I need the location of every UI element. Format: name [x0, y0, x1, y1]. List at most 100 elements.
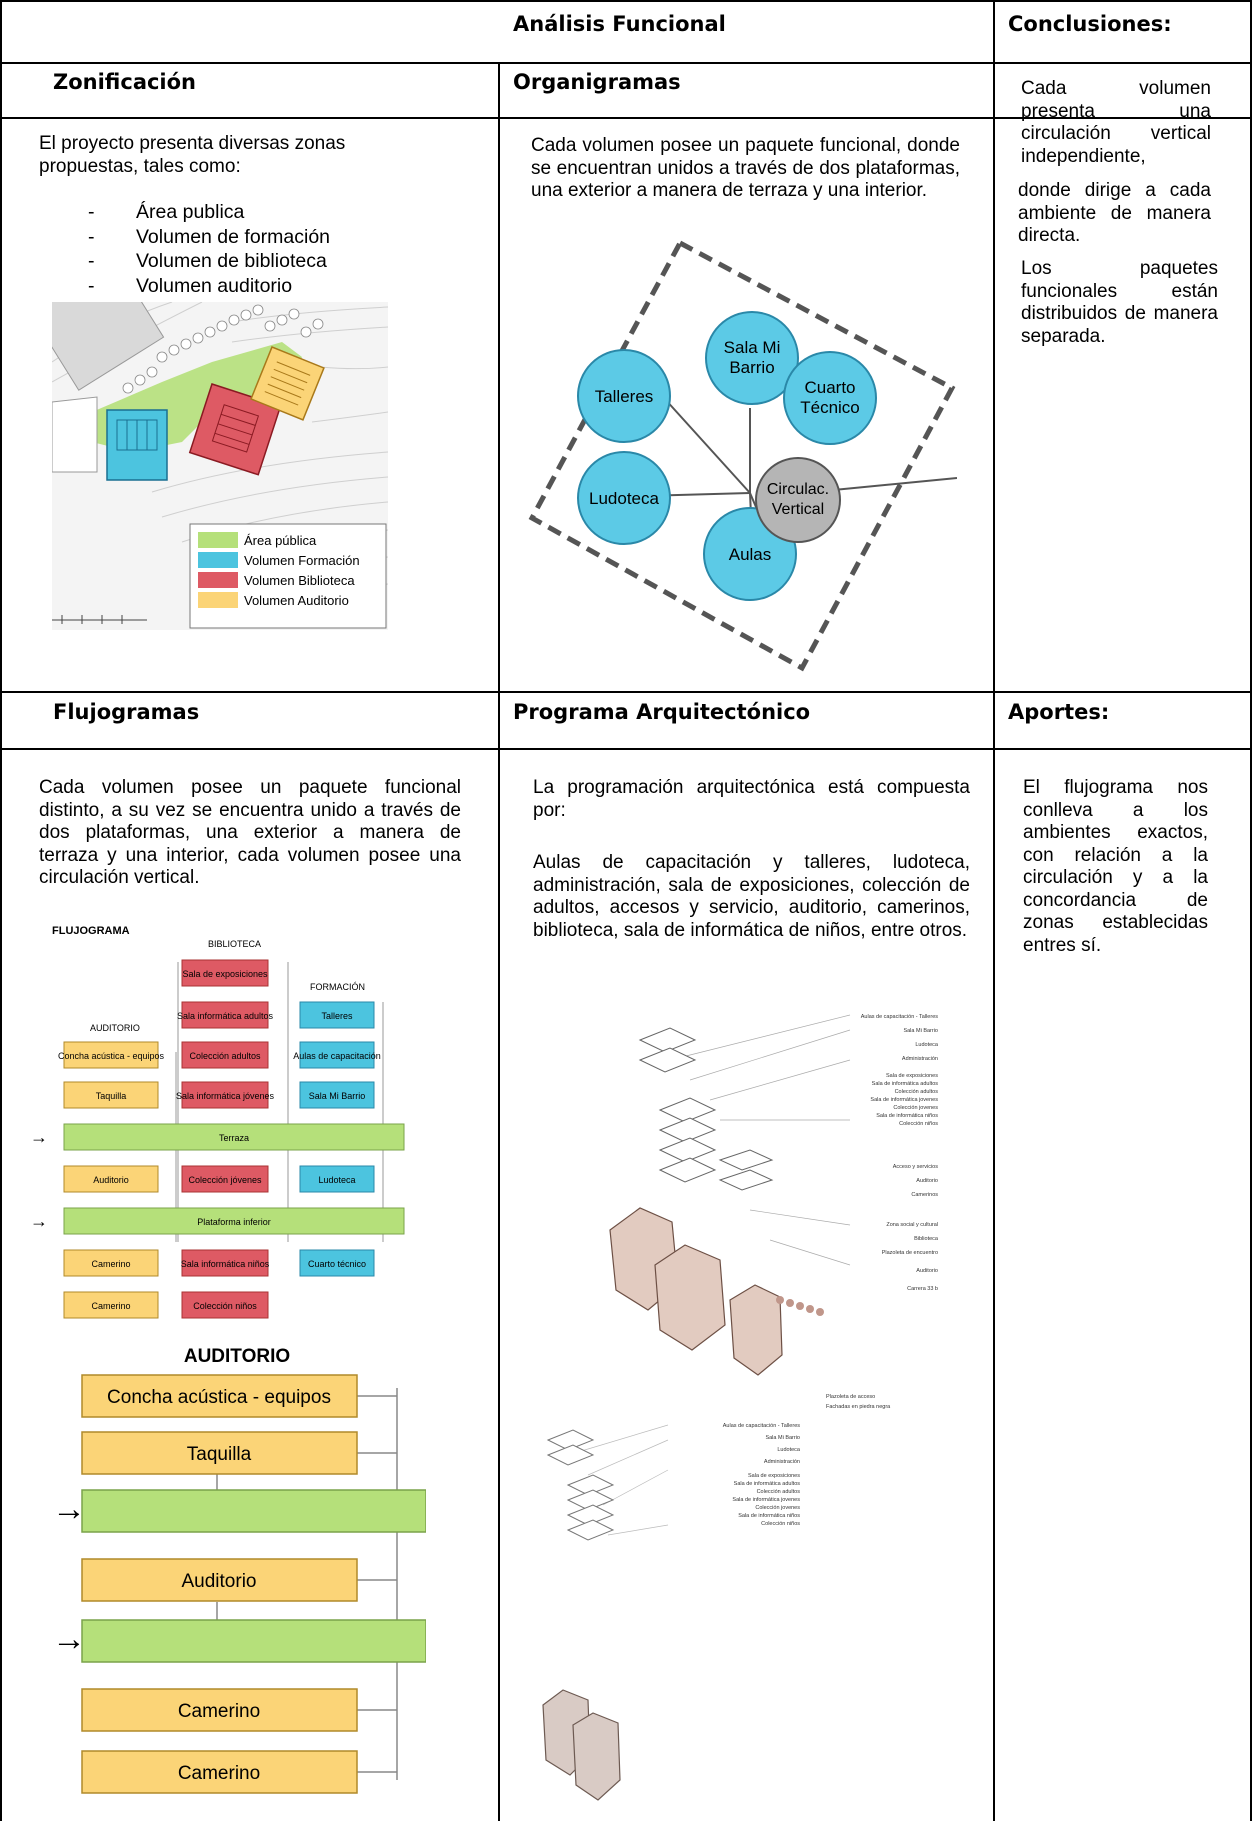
node-label: Talleres — [595, 387, 654, 406]
annotation: Auditorio — [916, 1268, 938, 1274]
list-item: Volumen de biblioteca — [48, 249, 428, 274]
node-cuarto-tecnico — [783, 351, 877, 445]
node-label: Técnico — [800, 398, 860, 417]
flow-box — [181, 1165, 269, 1193]
flow-box-label: Colección jóvenes — [188, 1175, 262, 1185]
node-label: Cuarto — [804, 378, 855, 397]
flow-box — [299, 1081, 375, 1109]
annotation: Sala de informática niños — [876, 1113, 938, 1119]
flow-box — [299, 1041, 375, 1069]
legend-swatch-yellow — [198, 592, 238, 608]
node-talleres — [577, 349, 671, 443]
annotation: Ludoteca — [915, 1042, 939, 1048]
arrow-right-icon: → — [30, 1127, 48, 1147]
header-flujogramas: Flujogramas — [53, 700, 200, 724]
annotation: Aulas de capacitación - Talleres — [861, 1014, 938, 1020]
flujograma-auditorio-detail: AUDITORIO Concha acústica - equipos Taqu… — [52, 1346, 426, 1794]
trees — [776, 1296, 824, 1316]
rule-col3 — [993, 0, 995, 1821]
arrow-right-icon: → — [52, 1490, 86, 1528]
list-item: Volumen de formación — [48, 225, 428, 250]
flow-platform-terraza — [63, 1123, 405, 1151]
programa-p1: La programación arquitectónica está comp… — [533, 777, 970, 821]
rule-row1 — [0, 62, 1252, 64]
tower-blocks — [638, 1027, 774, 1191]
flow-box-label: Camerino — [178, 1763, 260, 1784]
flow-box-label: Concha acústica - equipos — [107, 1387, 331, 1408]
tower-blocks — [546, 1429, 615, 1541]
rule-row3 — [0, 691, 1252, 693]
flow-platform-terraza — [81, 1489, 426, 1533]
zonificacion-map: Área pública Volumen Formación Volumen B… — [52, 302, 388, 630]
flow-box-label: Taquilla — [187, 1444, 252, 1465]
header-programa: Programa Arquitectónico — [513, 700, 811, 724]
flow-box-label: Concha acústica - equipos — [58, 1051, 165, 1061]
rule-row4 — [0, 748, 1252, 750]
organigramas-text: Cada volumen posee un paquete funcional,… — [531, 135, 960, 201]
conclusiones-p3: Los paquetes funcionales están distribui… — [1021, 258, 1218, 347]
annotation: Ludoteca — [777, 1447, 801, 1453]
annotation: Auditorio — [916, 1178, 938, 1184]
conclusiones-p1: Cada volumen presenta una circulación ve… — [1021, 78, 1211, 167]
node-label: Aulas — [729, 545, 772, 564]
node-label: Sala Mi — [724, 338, 781, 357]
leader-lines — [669, 1014, 851, 1266]
flow-box — [63, 1249, 159, 1277]
annotation: Acceso y servicios — [893, 1164, 938, 1170]
annotation: Sala de informática jovenes — [870, 1097, 938, 1103]
formacion-detail — [116, 419, 158, 451]
flow-box-label: Sala Mi Barrio — [309, 1091, 366, 1101]
flow-box-label: Sala de exposiciones — [182, 969, 268, 979]
flujogramas-text: Cada volumen posee un paquete funcional … — [39, 777, 461, 888]
annotation: Carrera 33 b — [907, 1286, 938, 1292]
annotation: Fachadas en piedra negra — [826, 1404, 891, 1410]
annotation: Sala de informática jovenes — [732, 1497, 800, 1503]
flow-box-label: Camerino — [178, 1701, 260, 1722]
programa-axonometric-bottom: Aulas de capacitación - Talleres Sala Mi… — [542, 1423, 801, 1801]
legend-label: Volumen Formación — [244, 553, 360, 568]
arrow-right-icon: → — [30, 1211, 48, 1231]
column-title: AUDITORIO — [90, 1023, 140, 1033]
aportes-text: El flujograma nos conlleva a los ambient… — [1023, 777, 1208, 956]
flow-box — [81, 1558, 358, 1602]
flow-box — [181, 1001, 269, 1029]
map-building — [52, 302, 165, 391]
programa-p2: Aulas de capacitación y talleres, ludote… — [533, 852, 970, 941]
zonificacion-list: Área publica Volumen de formación Volume… — [48, 200, 428, 298]
leader-lines — [567, 1424, 669, 1536]
annotation: Zona social y cultural — [886, 1222, 938, 1228]
flow-box-label: Sala informática adultos — [177, 1011, 274, 1021]
volumes — [609, 1207, 783, 1376]
annotation: Sala Mi Barrio — [903, 1028, 938, 1034]
flow-box-label: Aulas de capacitación — [293, 1051, 381, 1061]
zonificacion-intro: El proyecto presenta diversas zonas prop… — [39, 133, 346, 177]
flow-box-label: Talleres — [321, 1011, 353, 1021]
flow-box-label: Sala informática jóvenes — [176, 1091, 275, 1101]
map-plaza — [52, 396, 98, 473]
rule-row2 — [0, 117, 1252, 119]
annotation: Plazoleta de encuentro — [882, 1250, 938, 1256]
node-circulacion-vertical — [755, 457, 841, 543]
flow-box-label: Plataforma inferior — [197, 1217, 271, 1227]
flow-box — [81, 1431, 358, 1475]
flow-box — [81, 1688, 358, 1732]
node-label: Barrio — [729, 358, 774, 377]
flow-box — [63, 1041, 159, 1069]
annotation: Aulas de capacitación - Talleres — [723, 1423, 800, 1429]
node-label: Ludoteca — [589, 489, 659, 508]
header-zonificacion: Zonificación — [53, 70, 197, 94]
flow-box — [181, 959, 269, 987]
platform-outline — [528, 239, 956, 672]
border-top — [0, 0, 1252, 2]
annotation: Sala Mi Barrio — [765, 1435, 800, 1441]
annotation: Sala de exposiciones — [886, 1073, 938, 1079]
flow-box — [299, 1249, 375, 1277]
auditorio-title: AUDITORIO — [184, 1346, 290, 1367]
annotation: Administración — [902, 1056, 938, 1062]
header-analisis-funcional: Análisis Funcional — [513, 12, 726, 36]
flow-box — [299, 1165, 375, 1193]
flow-box-label: Camerino — [91, 1259, 130, 1269]
flow-box-label: Ludoteca — [318, 1175, 355, 1185]
flow-box — [181, 1081, 269, 1109]
